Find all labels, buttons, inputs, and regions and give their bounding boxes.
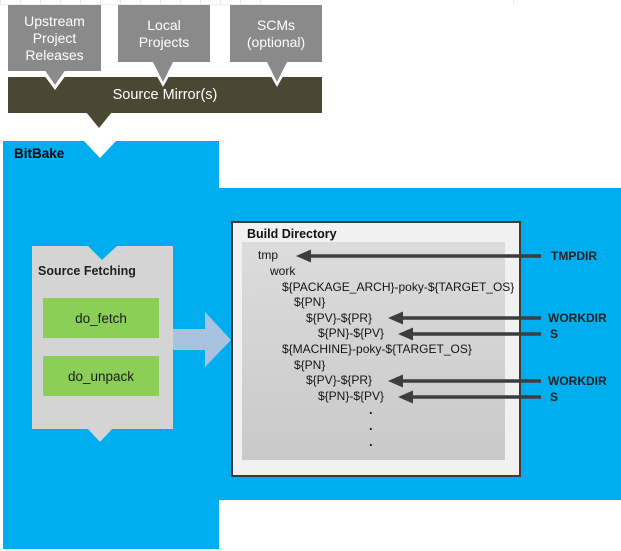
bitbake-label: BitBake (14, 146, 65, 161)
do-unpack-task-box: do_unpack (43, 356, 159, 396)
local-projects-box: Local Projects (118, 5, 210, 62)
tree-item-machine: ${MACHINE}-poky-${TARGET_OS} (282, 342, 472, 356)
source-mirrors-bar: Source Mirror(s) (8, 77, 322, 113)
ellipsis-dot: . (369, 418, 373, 433)
tree-item-pv-pr2: ${PV}-${PR} (306, 373, 373, 387)
gridline-artifact-tick (513, 0, 514, 4)
gridline-artifact (0, 0, 280, 5)
tree-item-pn-pv2: ${PN}-${PV} (318, 389, 385, 403)
tree-item-pn2: ${PN} (294, 358, 326, 372)
tmpdir-label: TMPDIR (551, 249, 597, 263)
scms-line: SCMs (256, 16, 296, 33)
tree-item-pn-pv: ${PN}-${PV} (318, 326, 385, 340)
s-label: S (550, 327, 559, 341)
workdir-label: WORKDIR (548, 311, 607, 325)
tree-item-pv-pr: ${PV}-${PR} (306, 311, 373, 325)
build-directory-tree-panel (242, 242, 505, 460)
tree-item-package-arch: ${PACKAGE_ARCH}-poky-${TARGET_OS} (282, 280, 515, 294)
tree-item-pn: ${PN} (294, 295, 326, 309)
tree-item-tmp: tmp (258, 248, 279, 262)
source-mirrors-label: Source Mirror(s) (112, 87, 218, 103)
ellipsis-dot: . (369, 402, 373, 417)
do-fetch-label: do_fetch (75, 310, 127, 326)
ellipsis-dot: . (369, 434, 373, 449)
source-fetching-title: Source Fetching (38, 264, 136, 278)
scms-box: SCMs (optional) (230, 5, 322, 62)
upstream-box-line: Releases (25, 46, 84, 63)
upstream-project-releases-box: Upstream Project Releases (8, 5, 101, 71)
scms-line: (optional) (246, 33, 306, 50)
bitbake-region-bottom (3, 500, 219, 549)
local-projects-line: Local (147, 16, 181, 33)
tree-item-work: work (270, 264, 296, 278)
s-label-2: S (550, 390, 559, 404)
do-unpack-label: do_unpack (67, 368, 135, 384)
upstream-box-line: Upstream (24, 12, 85, 29)
do-fetch-task-box: do_fetch (43, 298, 159, 338)
workdir-label-2: WORKDIR (548, 374, 607, 388)
mirror-tail (86, 112, 112, 128)
upstream-box-line: Project (32, 29, 77, 46)
build-directory-title: Build Directory (247, 227, 337, 241)
local-projects-line: Projects (138, 33, 190, 50)
